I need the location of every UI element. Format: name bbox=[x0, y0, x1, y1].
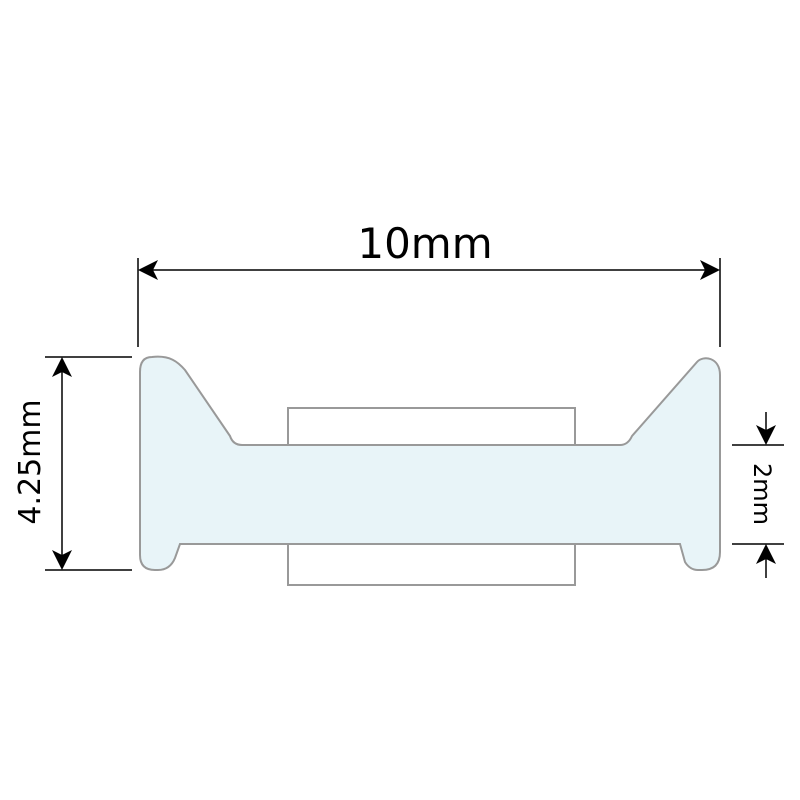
led-strip-lower-rect bbox=[287, 543, 576, 586]
thickness-label: 2mm bbox=[748, 463, 776, 525]
led-strip-upper-rect bbox=[287, 407, 576, 447]
profile-cross-section bbox=[139, 355, 721, 571]
height-label: 4.25mm bbox=[13, 399, 48, 524]
width-label: 10mm bbox=[357, 219, 492, 268]
